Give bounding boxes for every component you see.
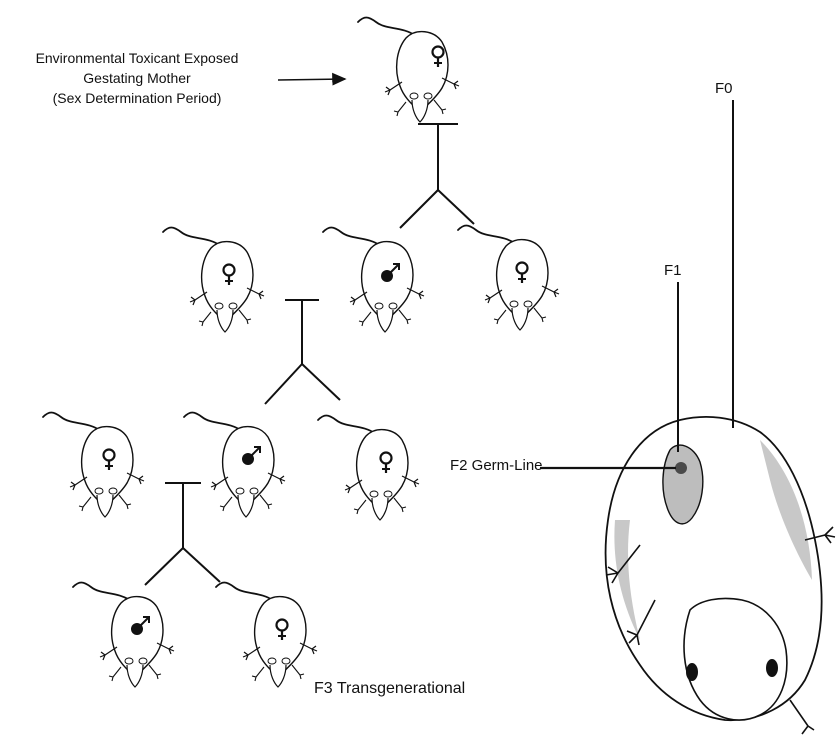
f1-female-rat-left xyxy=(163,228,264,333)
lineage-branch-f1-f2 xyxy=(265,300,340,404)
lineage-branch-f0-f1 xyxy=(400,124,474,228)
exposure-label: Environmental Toxicant Exposed Gestating… xyxy=(6,48,268,108)
gestating-mother-rat xyxy=(358,18,459,123)
exposure-label-line2: Gestating Mother xyxy=(6,68,268,88)
f2-germ-line-label: F2 Germ-Line xyxy=(450,457,543,474)
f3-male-rat xyxy=(73,583,174,688)
f0-label: F0 xyxy=(715,80,733,97)
female-symbol-icon xyxy=(104,450,115,471)
exposure-label-line3: (Sex Determination Period) xyxy=(6,88,268,108)
female-symbol-icon xyxy=(433,47,444,68)
exposure-label-line1: Environmental Toxicant Exposed xyxy=(6,48,268,68)
female-symbol-icon xyxy=(277,620,288,641)
f2-female-rat-right xyxy=(318,416,419,521)
exposure-arrow xyxy=(278,79,345,80)
eye xyxy=(686,663,698,681)
female-symbol-icon xyxy=(381,453,392,474)
f1-label: F1 xyxy=(664,262,682,279)
f1-male-rat xyxy=(323,228,424,333)
f2-female-rat-left xyxy=(43,413,144,518)
f1-female-rat-right xyxy=(458,226,559,331)
f2-male-rat xyxy=(184,413,285,518)
female-symbol-icon xyxy=(224,265,235,286)
eye xyxy=(766,659,778,677)
female-symbol-icon xyxy=(517,263,528,284)
f3-female-rat xyxy=(216,583,317,688)
f3-transgenerational-label: F3 Transgenerational xyxy=(314,680,465,698)
large-gestating-rat xyxy=(606,417,835,734)
lineage-branch-f2-f3 xyxy=(145,483,220,585)
f2-germ-line-spot xyxy=(675,462,687,474)
